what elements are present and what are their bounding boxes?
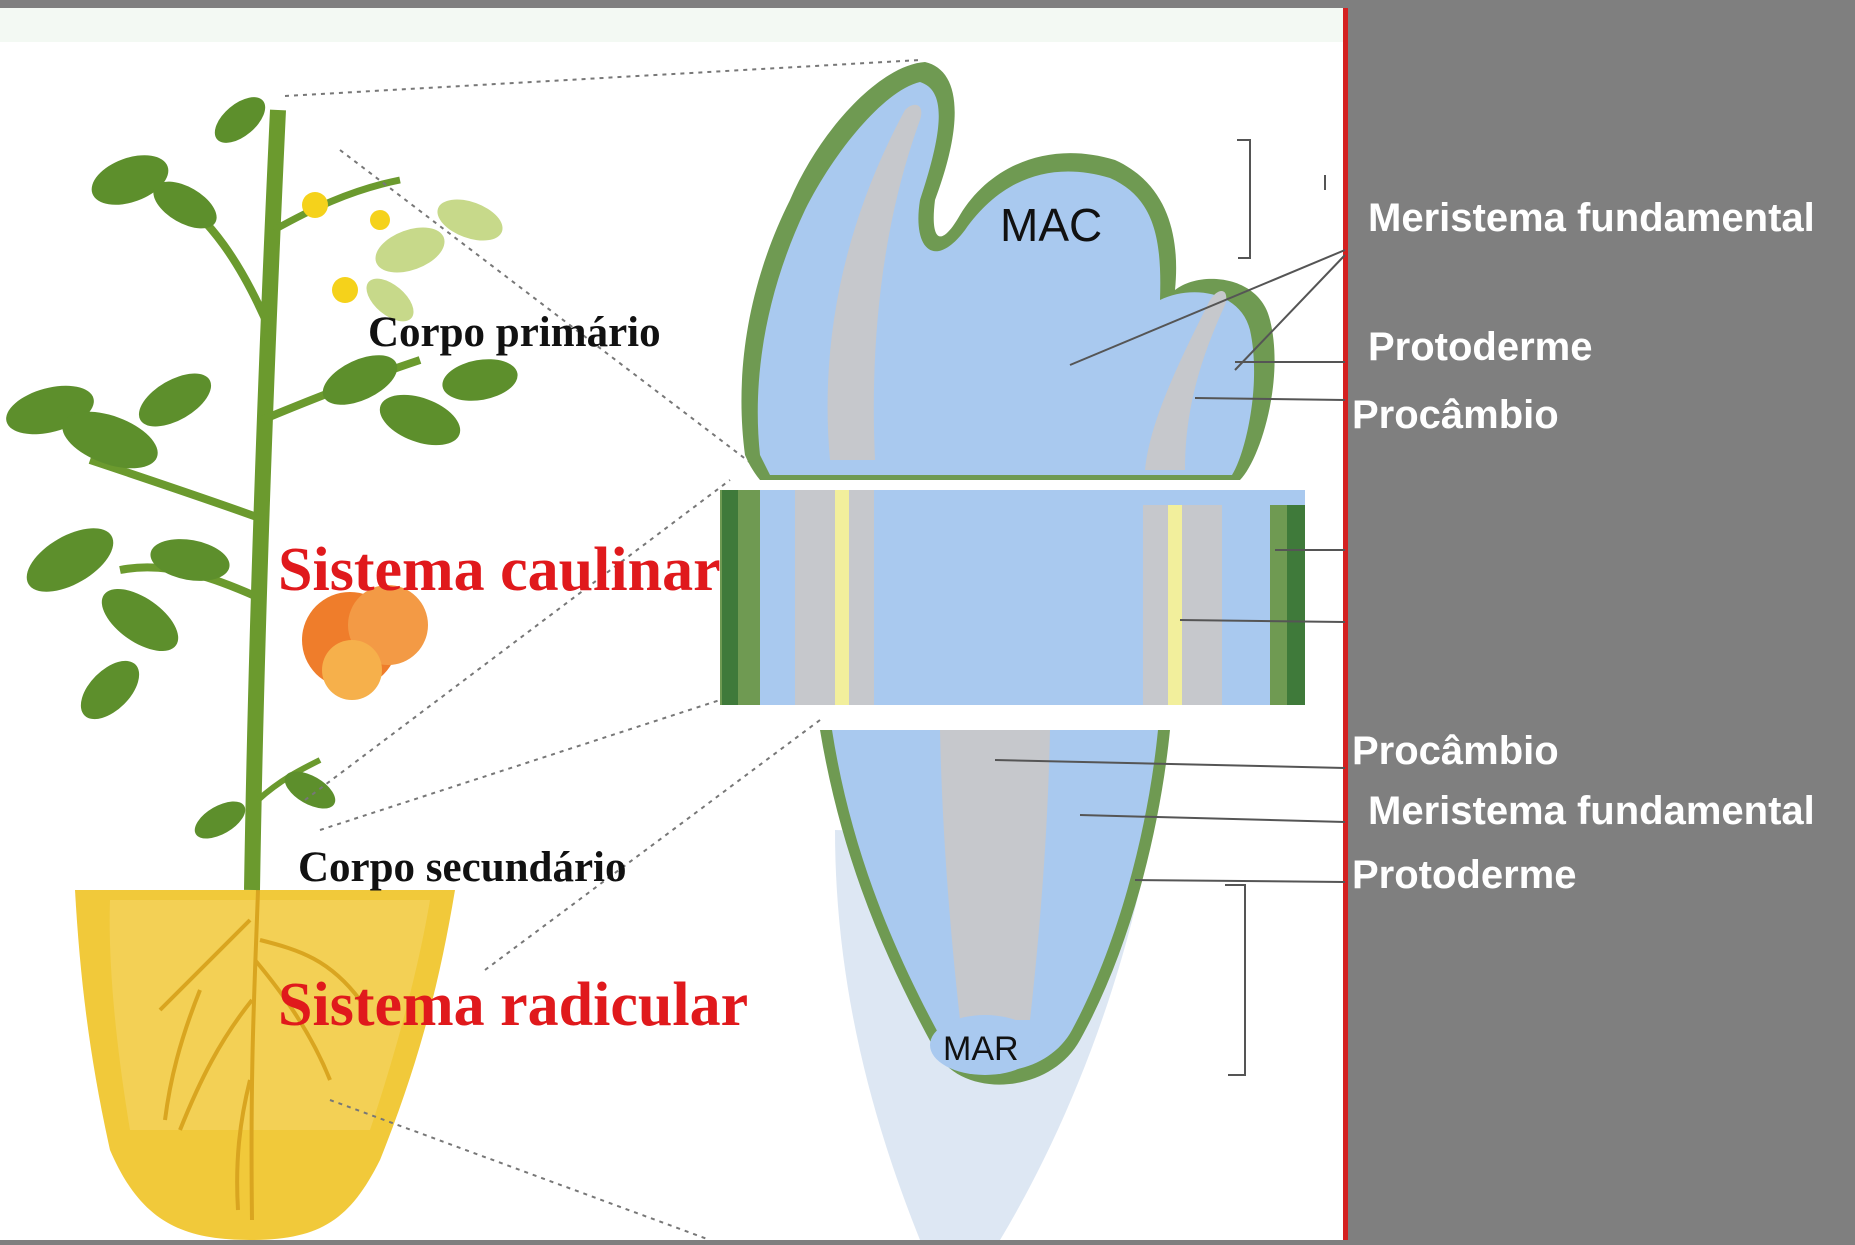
root-procambium <box>940 730 1050 1020</box>
root-label-meristema-fundamental: Meristema fundamental <box>1368 789 1815 834</box>
shoot-label-meristema-fundamental: Meristema fundamental <box>1368 196 1815 241</box>
root-label-procambio: Procâmbio <box>1352 729 1559 774</box>
corpo-secundario-label: Corpo secundário <box>298 843 626 892</box>
sistema-caulinar-label: Sistema caulinar <box>278 535 721 606</box>
corpo-primario-label: Corpo primário <box>368 308 661 357</box>
red-divider <box>1343 8 1348 1240</box>
mar-label: MAR <box>943 1030 1019 1069</box>
mac-label: MAC <box>1000 198 1102 252</box>
shoot-label-protoderme: Protoderme <box>1368 325 1593 370</box>
cambium-left <box>835 490 849 705</box>
root-label-protoderme: Protoderme <box>1352 853 1577 898</box>
stem-section <box>720 490 1305 705</box>
panel-top-tint <box>0 8 1348 42</box>
shoot-label-procambio: Procâmbio <box>1352 393 1559 438</box>
sistema-radicular-label: Sistema radicular <box>278 970 748 1041</box>
cambium-right <box>1168 505 1182 705</box>
